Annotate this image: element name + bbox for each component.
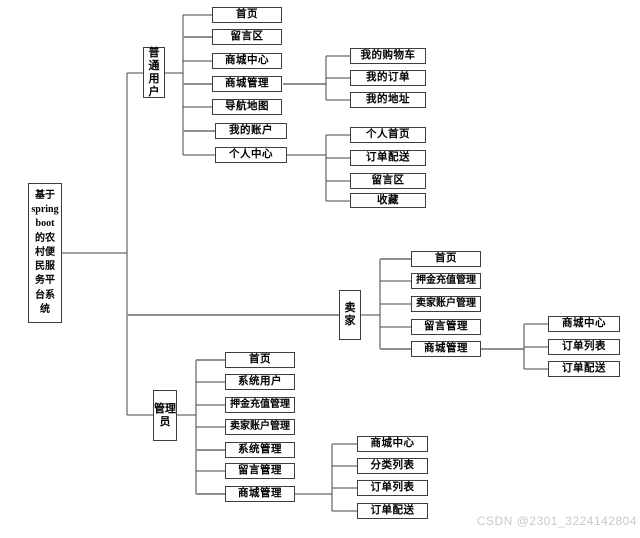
- node-user-address: 我的地址: [350, 92, 426, 108]
- node-admin-system-mgmt: 系统管理: [225, 442, 295, 458]
- node-user: 普通用户: [143, 47, 165, 98]
- node-seller-message-mgmt: 留言管理: [411, 319, 481, 335]
- node-user-mall-mgmt: 商城管理: [212, 76, 282, 92]
- node-user-my-account: 我的账户: [215, 123, 287, 139]
- node-seller-account-mgmt: 卖家账户管理: [411, 296, 481, 312]
- node-admin-mall-center: 商城中心: [357, 436, 428, 452]
- node-root: 基于 spring boot 的农 村便 民服 务平 台系 统: [28, 183, 62, 323]
- node-admin-mall-mgmt: 商城管理: [225, 486, 295, 502]
- node-user-cart: 我的购物车: [350, 48, 426, 64]
- node-admin-order-list: 订单列表: [357, 480, 428, 496]
- node-user-personal-messages: 留言区: [350, 173, 426, 189]
- node-admin: 管理员: [153, 390, 177, 441]
- csdn-watermark: CSDN @2301_3224142804: [476, 514, 637, 528]
- node-admin-order-delivery: 订单配送: [357, 503, 428, 519]
- node-seller-order-list: 订单列表: [548, 339, 620, 355]
- node-admin-seller-account-mgmt: 卖家账户管理: [225, 419, 295, 435]
- node-user-order-delivery: 订单配送: [350, 150, 426, 166]
- node-admin-category-list: 分类列表: [357, 458, 428, 474]
- node-seller-home: 首页: [411, 251, 481, 267]
- node-seller-mall-mgmt: 商城管理: [411, 341, 481, 357]
- node-user-home: 首页: [212, 7, 282, 23]
- node-admin-system-users: 系统用户: [225, 374, 295, 390]
- node-user-favorites: 收藏: [350, 193, 426, 208]
- node-user-personal-center: 个人中心: [215, 147, 287, 163]
- node-admin-home: 首页: [225, 352, 295, 368]
- node-user-mall-center: 商城中心: [212, 53, 282, 69]
- node-seller: 卖家: [339, 290, 361, 340]
- node-user-nav-map: 导航地图: [212, 99, 282, 115]
- node-user-orders: 我的订单: [350, 70, 426, 86]
- node-user-message-area: 留言区: [212, 29, 282, 45]
- node-seller-deposit-mgmt: 押金充值管理: [411, 273, 481, 289]
- node-seller-mall-center: 商城中心: [548, 316, 620, 332]
- node-admin-deposit-mgmt: 押金充值管理: [225, 397, 295, 413]
- node-admin-message-mgmt: 留言管理: [225, 463, 295, 479]
- node-seller-order-delivery: 订单配送: [548, 361, 620, 377]
- node-user-personal-home: 个人首页: [350, 127, 426, 143]
